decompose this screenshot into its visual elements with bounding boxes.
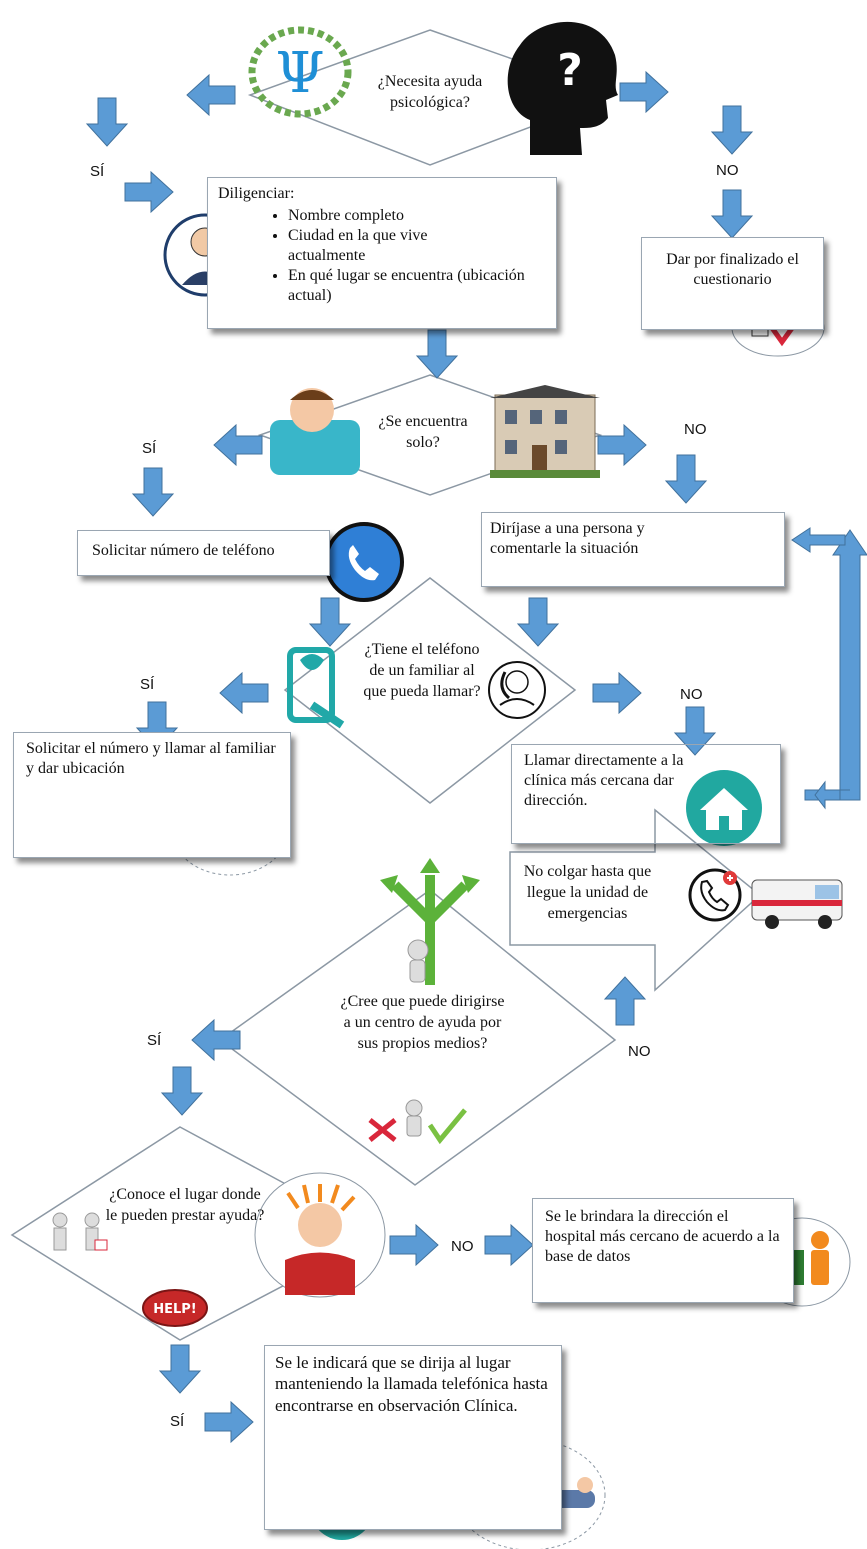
- no-colgar-text: No colgar hasta que llegue la unidad de …: [523, 863, 652, 922]
- pointer-shape: [509, 808, 762, 992]
- finalizar-box: Dar por finalizado el cuestionario: [641, 237, 824, 330]
- decision-q3-text: ¿Tiene el teléfono de un familiar al que…: [363, 641, 481, 700]
- brindara-text: Se le brindara la dirección el hospital …: [545, 1208, 780, 1265]
- indicara-text: Se le indicará que se dirija al lugar ma…: [275, 1353, 548, 1415]
- arrow-q3-left: [219, 672, 269, 714]
- ambulance-icon: [751, 879, 843, 929]
- label-si-4: SÍ: [147, 1032, 162, 1049]
- arrow-down-right-1: [711, 105, 753, 155]
- arrow-down-right-2: [711, 189, 753, 239]
- dirijase-box: Diríjase a una persona y comentarle la s…: [481, 512, 785, 587]
- diligenciar-title: Diligenciar:: [218, 185, 295, 202]
- svg-text:?: ?: [557, 45, 583, 96]
- old-man-phone-icon: [488, 661, 546, 719]
- arrow-q1-left: [186, 74, 236, 116]
- arrow-to-diligenciar: [124, 171, 174, 213]
- arrow-to-q2: [416, 329, 458, 379]
- decision-q4-text: ¿Cree que puede dirigirse a un centro de…: [340, 993, 505, 1052]
- help-button-icon: HELP!: [142, 1289, 208, 1327]
- llamar-familiar-text: Solicitar el número y llamar al familiar…: [26, 740, 276, 777]
- building-icon: [490, 385, 600, 478]
- list-item: Ciudad en la que vive actualmente: [288, 226, 458, 266]
- diligenciar-list: Nombre completo Ciudad en la que vive ac…: [218, 206, 546, 306]
- decision-q5-text: ¿Conoce el lugar donde le pueden prestar…: [105, 1186, 265, 1224]
- solicitar-telefono-text: Solicitar número de teléfono: [92, 542, 275, 559]
- help-text: HELP!: [153, 1302, 197, 1317]
- arrow-to-indicara: [204, 1401, 254, 1443]
- label-si-2: SÍ: [142, 440, 157, 457]
- arrow-q3-right: [592, 672, 642, 714]
- finalizar-text: Dar por finalizado el cuestionario: [666, 251, 799, 288]
- arrow-q2-left: [213, 424, 263, 466]
- phone-call-icon: [324, 522, 404, 602]
- indicara-box: Se le indicará que se dirija al lugar ma…: [264, 1345, 562, 1530]
- crossroad-person-icon: [380, 858, 480, 985]
- list-item: Nombre completo: [288, 206, 546, 226]
- arrow-q1-right: [619, 71, 669, 113]
- arrow-to-q3-left: [309, 597, 351, 647]
- arrow-q4-left: [191, 1019, 241, 1061]
- label-si-3: SÍ: [140, 676, 155, 693]
- dirijase-text: Diríjase a una persona y comentarle la s…: [490, 520, 645, 557]
- decision-q1-text: ¿Necesita ayuda psicológica?: [377, 73, 483, 111]
- arrow-down-right-3: [665, 454, 707, 504]
- arrow-loop-bottom: [814, 780, 850, 810]
- emergency-phone-icon: [688, 868, 742, 922]
- arrow-loop-top: [791, 527, 846, 553]
- stressed-man-icon: [254, 1172, 386, 1298]
- arrow-to-q3-right: [517, 597, 559, 647]
- arrow-q5-right: [389, 1224, 439, 1266]
- diligenciar-box: Diligenciar: Nombre completo Ciudad en l…: [207, 177, 557, 329]
- arrow-down-left-5: [159, 1344, 201, 1394]
- label-no-4: NO: [628, 1043, 651, 1060]
- label-no-5: NO: [451, 1238, 474, 1255]
- llamar-clinica-box: Llamar directamente a la clínica más cer…: [511, 744, 781, 844]
- arrow-q4-no-up: [604, 976, 646, 1026]
- handshake-icon: [52, 1212, 108, 1251]
- label-si-5: SÍ: [170, 1413, 185, 1430]
- arrow-down-left-1: [86, 97, 128, 147]
- worried-man-icon: [270, 388, 360, 475]
- decision-diamond-4: [218, 889, 617, 1186]
- llamar-clinica-text: Llamar directamente a la clínica más cer…: [524, 752, 684, 809]
- label-no-1: NO: [716, 162, 739, 179]
- arrow-down-q5: [161, 1066, 203, 1116]
- cross-check-icon: [368, 1099, 467, 1145]
- svg-text:Ψ: Ψ: [275, 41, 324, 106]
- list-item: En qué lugar se encuentra (ubicación act…: [288, 266, 546, 306]
- brindara-box: Se le brindara la dirección el hospital …: [532, 1198, 794, 1303]
- psi-laurel-icon: Ψ: [248, 26, 352, 118]
- arrow-down-left-2: [132, 467, 174, 517]
- arrow-q2-right: [597, 424, 647, 466]
- arrow-to-brindara: [484, 1224, 534, 1266]
- arrow-loop-right: [804, 529, 867, 801]
- solicitar-telefono-box: Solicitar número de teléfono: [77, 530, 330, 576]
- head-question-icon: ?: [507, 21, 618, 156]
- label-no-2: NO: [684, 421, 707, 438]
- phone-hand-icon: [287, 647, 345, 729]
- llamar-familiar-box: Solicitar el número y llamar al familiar…: [13, 732, 291, 858]
- decision-q2-text: ¿Se encuentra solo?: [378, 413, 468, 451]
- home-clinic-icon: [686, 770, 762, 846]
- label-si-1: SÍ: [90, 163, 105, 180]
- label-no-3: NO: [680, 686, 703, 703]
